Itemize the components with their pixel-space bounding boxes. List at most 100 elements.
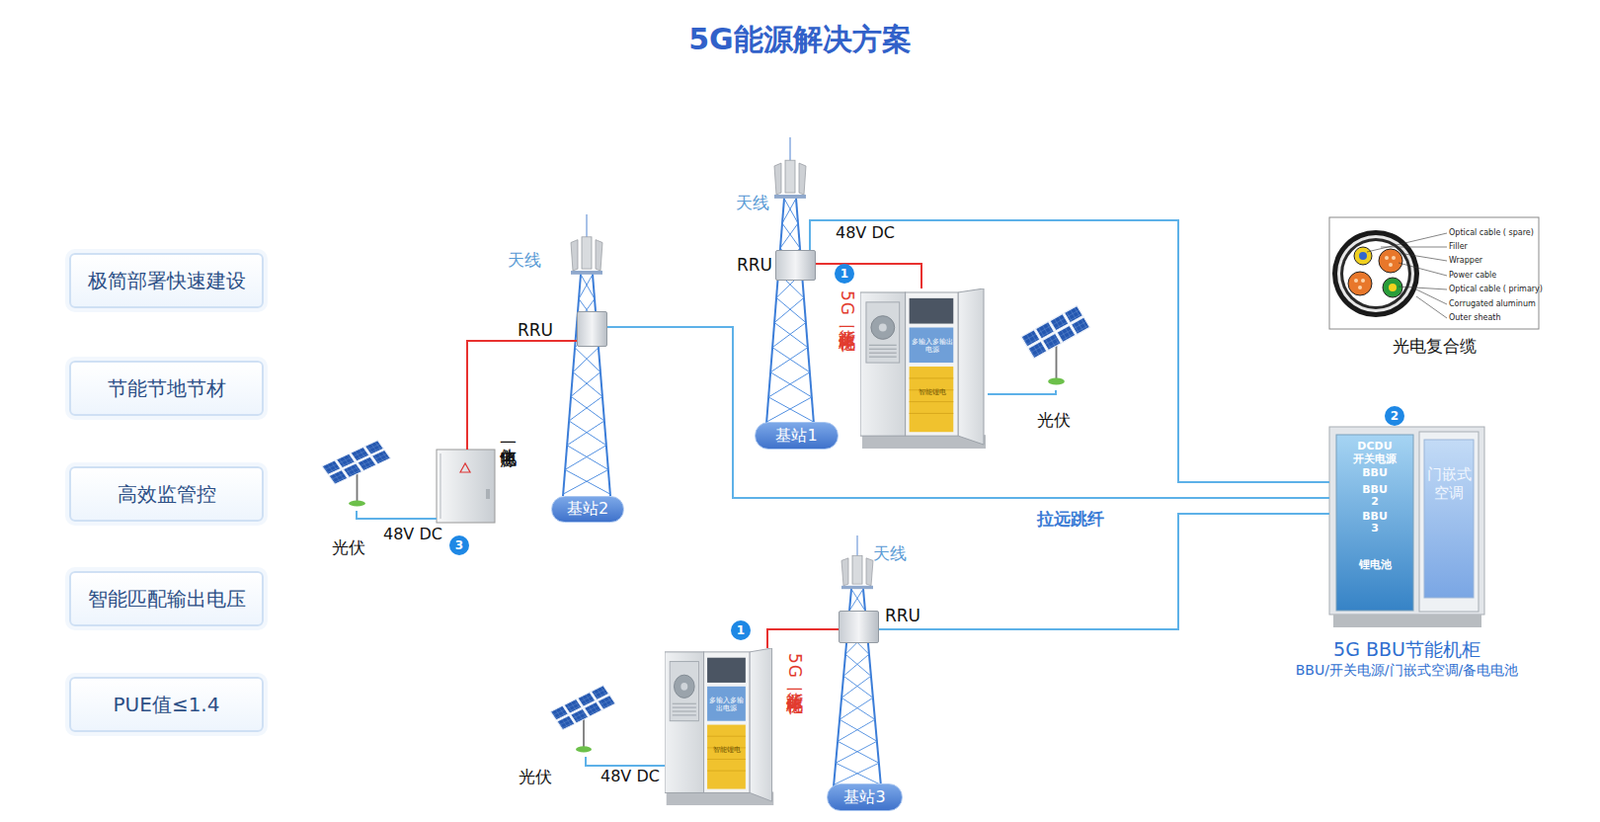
illustration-part (436, 449, 495, 523)
illustration-part (1388, 262, 1393, 267)
station-pill: 基站3 (826, 783, 903, 811)
node-text: 光电复合缆 (1329, 334, 1539, 358)
illustration-part (1360, 278, 1365, 283)
antenna-label: 天线 (507, 248, 552, 272)
illustration-part (1354, 246, 1372, 265)
illustration-part (440, 453, 442, 519)
illustration-part (1358, 285, 1362, 290)
rack-label: DCDU (1339, 440, 1411, 453)
power-box: 一体化电源 (436, 449, 495, 523)
callout-number: 1 (834, 263, 855, 284)
feature-box: 智能匹配输出电压 (69, 570, 264, 627)
rru-unit: RRU (838, 610, 880, 643)
illustration-part (1332, 230, 1420, 318)
antenna-label: 天线 (735, 191, 780, 215)
node-text: 门嵌式空调 (1424, 465, 1474, 503)
dc-line (585, 756, 665, 766)
edge-label: 48V DC (600, 766, 660, 786)
node-text: 基站3 (843, 787, 885, 808)
illustration-part (485, 488, 490, 499)
station-pill: 基站1 (754, 421, 839, 450)
power-cable (467, 340, 577, 450)
illustration-part (1419, 431, 1479, 612)
node-text: 智能锂电 (918, 388, 947, 397)
illustration-part (1424, 439, 1474, 598)
node-text: 光伏 (328, 536, 369, 560)
illustration-part (1343, 240, 1409, 307)
node-text: 5G能源一体化机柜 (836, 290, 860, 323)
node-text: 基站2 (566, 498, 609, 520)
energy-cabinet: 5G能源一体化机柜多输入多输出电源智能锂电 (860, 288, 988, 450)
node-text: 高效监管控 (117, 480, 217, 508)
cable-part-label: Filler (1448, 241, 1468, 251)
illustration-part (1336, 434, 1414, 611)
fiber-line (809, 220, 1330, 482)
rru-unit: RRU (576, 311, 608, 347)
battery-module: 智能锂电 (707, 739, 746, 760)
callout-number: 1 (730, 620, 751, 640)
node-text: 极简部署快速建设 (87, 267, 246, 295)
cable-part-label: Optical cable ( spare) (1448, 228, 1534, 238)
callout-number: 3 (449, 535, 470, 556)
edge-label: 拉远跳纤 (1037, 507, 1105, 531)
tower-3 (833, 535, 881, 787)
node-text: PUE值≤1.4 (113, 691, 221, 719)
rack-label: BBU 3 (1360, 510, 1390, 535)
cable-part-label: Wrapper (1448, 255, 1483, 265)
cable-part-label: Optical cable ( primary) (1448, 284, 1543, 294)
illustration-part (1391, 255, 1396, 260)
solar-panel (550, 685, 616, 753)
node-text: 智能锂电 (713, 745, 741, 754)
illustration-part (1378, 248, 1403, 273)
antenna-label: 天线 (873, 542, 917, 565)
node-text: 一体化电源 (497, 433, 521, 439)
composite-cable-figure (1329, 217, 1539, 329)
rack-label: BBU (1339, 467, 1411, 480)
power-box (436, 449, 495, 523)
feature-box: 极简部署快速建设 (69, 252, 264, 309)
node-text: 光伏 (515, 765, 556, 789)
node-text: 基站1 (775, 425, 817, 447)
fiber-line (879, 513, 1330, 630)
bbu-cabinet (1329, 426, 1485, 628)
feature-box: 节能节地节材 (69, 360, 264, 416)
fiber-line (607, 326, 1330, 498)
cable-part-label: Corrugated aluminum (1448, 299, 1536, 309)
node-text: 多输入多输出电源 (707, 696, 746, 713)
illustration-part (1366, 233, 1447, 319)
illustration-part (1329, 217, 1539, 329)
bbu-cabinet: 5G BBU节能机柜BBU/开关电源/门嵌式空调/备电电池门嵌式空调 (1329, 426, 1485, 628)
tower-1 (766, 137, 814, 424)
illustration-part (1333, 614, 1482, 628)
node-text: 节能节地节材 (107, 375, 227, 402)
energy-cabinet (664, 647, 774, 805)
feature-box: 高效监管控 (69, 466, 264, 522)
illustration-part (1359, 251, 1367, 260)
power-cable (815, 263, 922, 289)
node-text: RRU (728, 254, 773, 275)
node-text: 光伏 (1034, 408, 1074, 432)
power-module: 多输入多输出电源 (909, 329, 955, 362)
node-text: RRU (503, 320, 554, 340)
dc-line (987, 390, 1056, 395)
energy-cabinet (860, 288, 986, 449)
dc-line (356, 510, 437, 519)
edge-label: 48V DC (835, 223, 895, 242)
node-text: 多输入多输出电源 (909, 337, 955, 354)
node-text: BBU/开关电源/门嵌式空调/备电电池 (1250, 661, 1564, 680)
door-aircon: 门嵌式空调 (1424, 464, 1474, 504)
callout-number: 2 (1384, 405, 1405, 426)
power-module: 多输入多输出电源 (707, 688, 746, 720)
rru-unit: RRU (775, 249, 816, 281)
node-text: 5G能源一体化机柜 (784, 652, 807, 686)
cable-part-label: Outer sheath (1448, 313, 1502, 322)
edge-label: 48V DC (383, 524, 443, 544)
solar-panel (321, 440, 391, 507)
solar-panel: 光伏 (1010, 301, 1103, 391)
diagram-title: 5G能源解决方案 (0, 19, 1600, 61)
illustration-part (460, 463, 471, 473)
node-text: 智能匹配输出电压 (87, 585, 246, 613)
power-cable (767, 629, 839, 648)
